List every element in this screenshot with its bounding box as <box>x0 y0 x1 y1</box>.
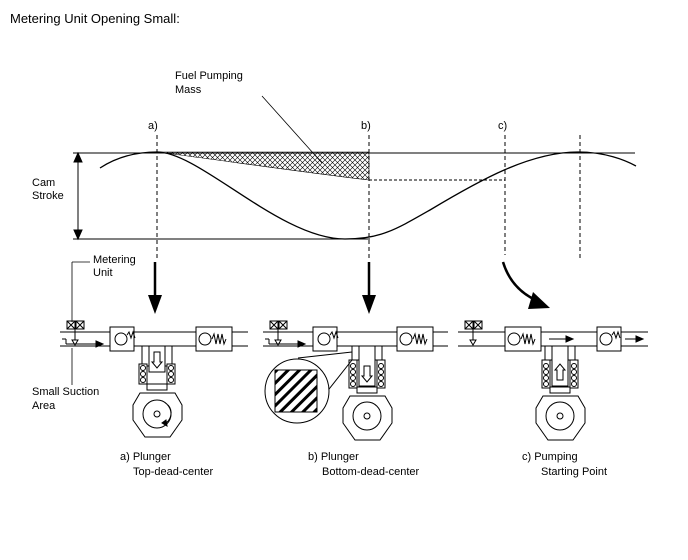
pump-unit-b <box>263 320 448 441</box>
marker-a-label: a) <box>148 120 158 132</box>
pump-unit-c <box>458 320 648 441</box>
metering-unit-label: Metering <box>93 254 136 266</box>
cam-icon <box>342 395 393 441</box>
caption-c-title: c) Pumping <box>522 451 578 463</box>
cam-icon <box>132 392 183 438</box>
arrow-down-icon <box>148 262 162 314</box>
cam-icon <box>535 395 586 441</box>
metering-unit-label-2: Unit <box>93 267 113 279</box>
check-valve-icon <box>504 326 542 352</box>
caption-b-title: b) Plunger <box>308 451 359 463</box>
cam-stroke-label: Cam <box>32 177 56 189</box>
cam-stroke-label-2: Stroke <box>32 190 64 202</box>
caption-c-subtitle: Starting Point <box>541 466 608 478</box>
caption-a-subtitle: Top-dead-center <box>133 466 214 478</box>
curved-arrow-icon <box>501 261 550 309</box>
plunger-icon <box>138 345 176 391</box>
metering-unit-icon <box>269 320 288 346</box>
fuel-pumping-mass-label: Fuel Pumping <box>175 70 243 82</box>
cam-stroke-arrow-bottom <box>73 229 83 241</box>
marker-b-label: b) <box>361 120 371 132</box>
fuel-pumping-mass-area <box>156 151 370 181</box>
small-suction-area-label: Small Suction <box>32 386 100 398</box>
check-valve-icon <box>195 326 233 352</box>
arrow-right-icon <box>625 335 645 343</box>
check-valve-icon <box>312 326 339 352</box>
plunger-icon <box>541 345 579 394</box>
cam-profile-graph <box>73 95 637 258</box>
leader-lines <box>71 261 90 385</box>
arrow-down-icon <box>362 262 376 314</box>
check-valve-icon <box>109 326 136 352</box>
check-valve-icon <box>396 326 434 352</box>
plunger-icon <box>348 345 386 394</box>
caption-b-subtitle: Bottom-dead-center <box>322 466 420 478</box>
check-valve-icon <box>596 326 622 352</box>
metering-unit-icon <box>464 320 483 346</box>
arrow-right-icon <box>549 335 575 343</box>
magnifier-callout-icon <box>264 351 353 424</box>
pump-unit-a <box>60 320 248 438</box>
caption-a-title: a) Plunger <box>120 451 171 463</box>
marker-c-label: c) <box>498 120 508 132</box>
metering-unit-icon <box>66 320 85 346</box>
fuel-mass-leader <box>261 95 323 164</box>
fuel-pumping-mass-label-2: Mass <box>175 84 202 96</box>
small-suction-area-label-2: Area <box>32 400 56 412</box>
page-title: Metering Unit Opening Small: <box>10 11 180 26</box>
cam-stroke-arrow-top <box>73 151 83 163</box>
